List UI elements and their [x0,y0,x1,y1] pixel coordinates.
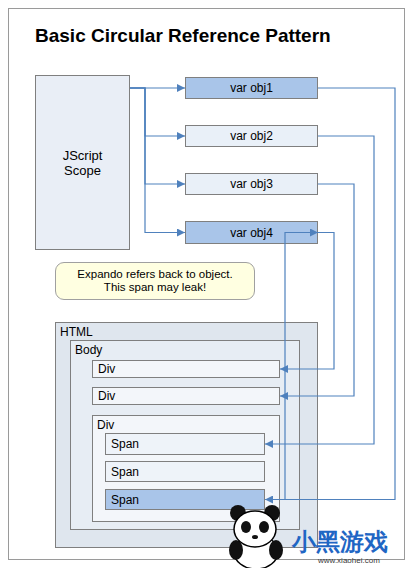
dom-element: Span [105,433,265,455]
dom-element: Div [92,387,280,405]
dom-element: Div [92,360,280,378]
dom-container: HTMLBodyDivDivDivSpanSpanSpan [55,322,318,548]
variable-box: var obj1 [185,77,318,99]
node-label: Expando refers back to object. This span… [74,268,236,295]
node-label: var obj2 [230,129,273,143]
scope-box: JScript Scope [35,75,130,250]
dom-container: BodyDivDivDivSpanSpanSpan [70,340,300,530]
variable-box: var obj3 [185,173,318,195]
node-label: var obj3 [230,177,273,191]
node-label: Div [97,418,279,432]
callout-note: Expando refers back to object. This span… [55,262,255,300]
dom-element: Span [105,461,265,482]
diagram-title: Basic Circular Reference Pattern [35,25,331,47]
reference-arrow [130,88,185,184]
node-label: Span [111,465,139,479]
node-label: Body [75,343,299,357]
watermark-logo: 小黑游戏 [292,526,388,558]
variable-box: var obj4 [185,221,318,244]
node-label: Div [98,389,115,403]
node-label: JScript Scope [54,148,111,178]
node-label: HTML [60,325,317,339]
node-label: var obj4 [230,226,273,240]
node-label: Div [98,362,115,376]
dom-element: Span [105,489,265,510]
watermark-url: www.xiaohei.com [318,556,380,565]
variable-box: var obj2 [185,125,318,147]
page-frame [9,9,405,560]
node-label: var obj1 [230,81,273,95]
node-label: Span [111,493,139,507]
reference-arrow [130,88,185,136]
dom-container: DivSpanSpanSpan [92,415,280,522]
reference-arrow [130,88,185,233]
reference-arrow [130,87,185,88]
node-label: Span [111,437,139,451]
